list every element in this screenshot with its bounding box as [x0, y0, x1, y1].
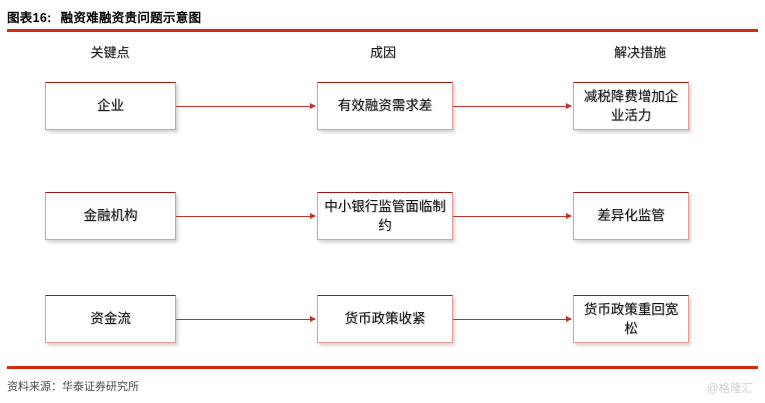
arrow-right-icon — [453, 102, 572, 109]
node-measure-3[interactable]: 货币政策重回宽松 — [573, 295, 689, 343]
page-title: 融资难融资贵问题示意图 — [60, 11, 202, 25]
node-measure-1[interactable]: 减税降费增加企业活力 — [573, 82, 689, 130]
node-label: 金融机构 — [83, 208, 138, 224]
arrow-right-icon — [453, 212, 572, 219]
node-label: 货币政策收紧 — [344, 311, 426, 327]
column-header-measures: 解决措施 — [613, 45, 667, 60]
column-header-key-points: 关键点 — [90, 45, 130, 60]
node-cause-1[interactable]: 有效融资需求差 — [317, 82, 453, 130]
node-label: 减税降费增加企业活力 — [583, 88, 679, 123]
node-key-point-1[interactable]: 企业 — [45, 82, 176, 130]
node-cause-2[interactable]: 中小银行监管面临制约 — [317, 192, 453, 240]
title-divider — [7, 29, 758, 32]
watermark: @格隆汇 — [706, 383, 753, 395]
node-key-point-2[interactable]: 金融机构 — [45, 192, 176, 240]
figure-title: 图表16: 融资难融资贵问题示意图 — [7, 7, 201, 26]
node-label: 资金流 — [90, 311, 131, 327]
column-header-causes: 成因 — [369, 45, 397, 60]
arrow-right-icon — [176, 212, 316, 219]
node-cause-3[interactable]: 货币政策收紧 — [317, 295, 453, 343]
node-label: 有效融资需求差 — [337, 98, 433, 114]
arrow-right-icon — [176, 102, 316, 109]
source-note: 资料来源：华泰证券研究所 — [7, 381, 139, 393]
arrow-right-icon — [453, 315, 572, 322]
node-key-point-3[interactable]: 资金流 — [45, 295, 176, 343]
node-label: 企业 — [97, 98, 124, 114]
node-label: 中小银行监管面临制约 — [324, 198, 446, 233]
arrow-right-icon — [176, 315, 316, 322]
node-label: 差异化监管 — [597, 208, 665, 224]
footer-divider — [7, 366, 758, 369]
node-label: 货币政策重回宽松 — [583, 301, 679, 336]
figure-number: 图表16: — [7, 11, 52, 25]
node-measure-2[interactable]: 差异化监管 — [573, 192, 689, 240]
